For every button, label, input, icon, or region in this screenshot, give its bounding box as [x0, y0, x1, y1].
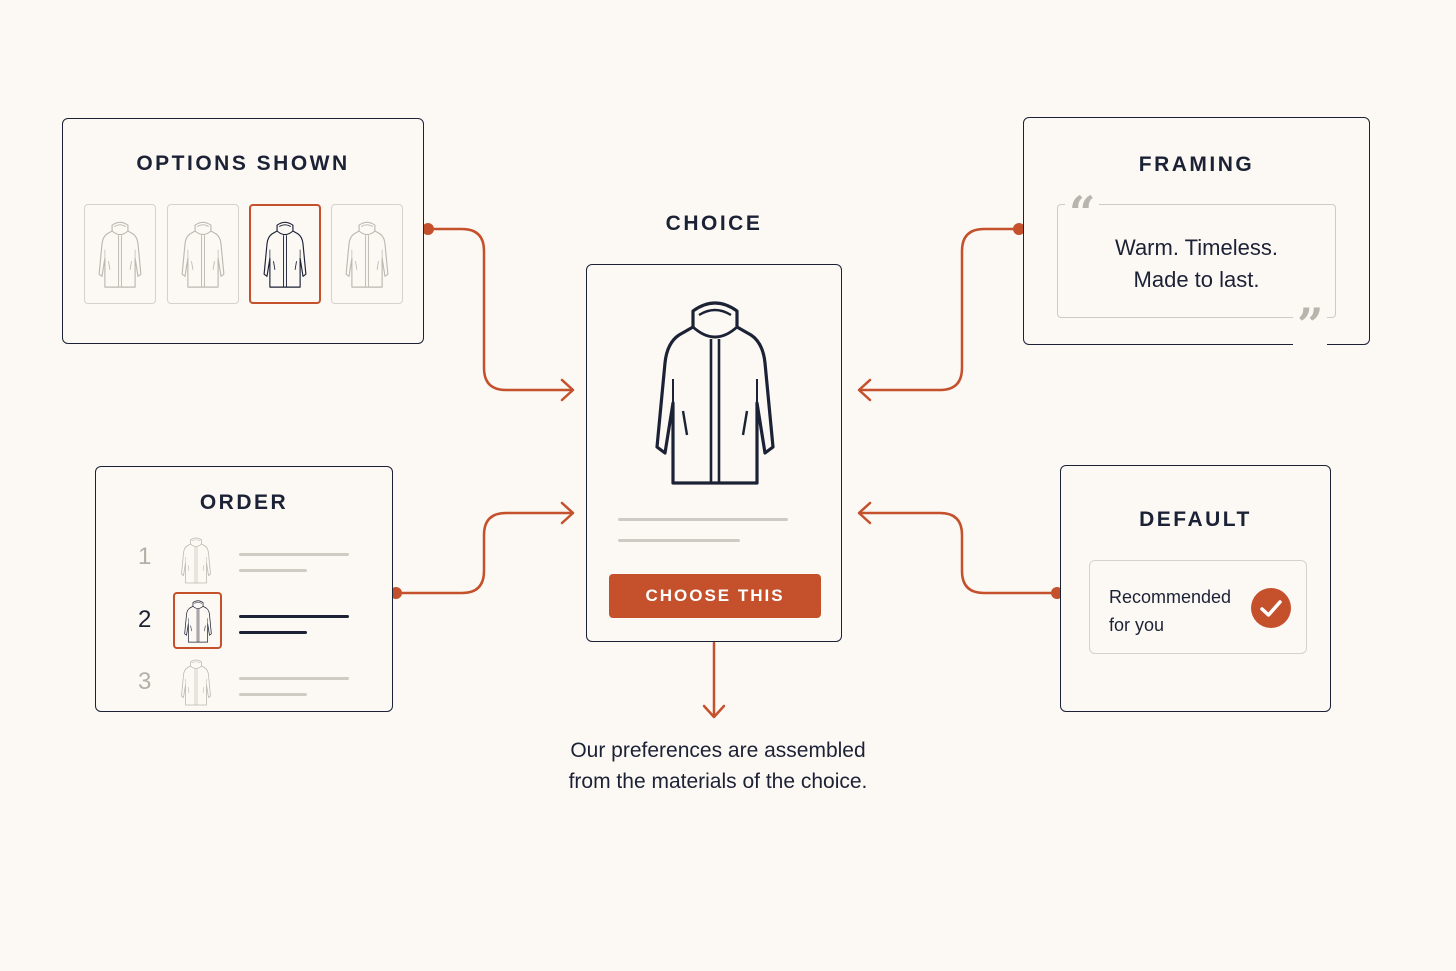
order-number-3: 3	[138, 668, 152, 695]
coat-icon	[182, 598, 214, 644]
framing-quote-line-1: Warm. Timeless.	[1115, 235, 1278, 260]
framing-title: FRAMING	[1138, 153, 1255, 176]
caption-line-2: from the materials of the choice.	[568, 770, 868, 793]
default-title: DEFAULT	[1139, 508, 1252, 531]
checkmark-icon	[1251, 588, 1291, 628]
options-shown-title: OPTIONS SHOWN	[136, 152, 350, 175]
open-quote-icon: “	[1065, 190, 1100, 236]
order-item-selected[interactable]	[173, 592, 222, 649]
option-thumb-1[interactable]	[84, 204, 156, 304]
order-line	[239, 693, 307, 696]
order-panel: ORDER 1 2 3	[95, 466, 393, 712]
recommended-option[interactable]: Recommended for you	[1089, 560, 1307, 654]
coat-icon	[263, 218, 307, 290]
arrow-order-to-choice	[394, 511, 574, 595]
options-shown-panel: OPTIONS SHOWN	[62, 118, 424, 344]
recommended-label: Recommended	[1109, 587, 1232, 607]
close-quote-icon: ”	[1293, 302, 1328, 348]
coat-icon	[178, 535, 214, 585]
order-line-active	[239, 631, 307, 634]
coat-icon	[181, 218, 225, 290]
arrow-default-to-choice	[858, 511, 1059, 595]
caption-line-1: Our preferences are assembled	[570, 739, 866, 762]
order-line-active	[239, 615, 349, 618]
framing-quote-line-2: Made to last.	[1133, 267, 1260, 292]
product-text-line	[618, 539, 740, 542]
option-thumb-3-selected[interactable]	[249, 204, 321, 304]
product-text-line	[618, 518, 788, 521]
order-line	[239, 677, 349, 680]
arrow-framing-to-choice	[858, 227, 1021, 392]
choice-title: CHOICE	[665, 212, 763, 235]
coat-icon	[345, 218, 389, 290]
recommended-sublabel: for you	[1109, 615, 1165, 635]
order-title: ORDER	[199, 491, 289, 514]
order-line	[239, 553, 349, 556]
default-panel: DEFAULT	[1060, 465, 1331, 712]
coat-icon	[178, 657, 214, 707]
coat-icon	[650, 291, 780, 491]
choose-this-button[interactable]: CHOOSE THIS	[609, 574, 821, 618]
option-thumb-2[interactable]	[167, 204, 239, 304]
order-number-1: 1	[138, 543, 152, 570]
order-line	[239, 569, 307, 572]
arrow-options-to-choice	[426, 227, 574, 392]
order-number-2: 2	[138, 606, 152, 633]
framing-quote-box: Warm. Timeless. Made to last.	[1057, 204, 1336, 318]
option-thumb-4[interactable]	[331, 204, 403, 304]
coat-icon	[98, 218, 142, 290]
